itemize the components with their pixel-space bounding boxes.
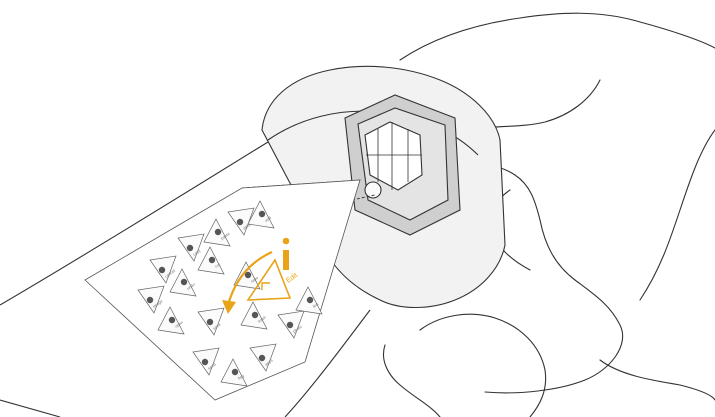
minus-circle-icon [237,219,243,225]
grid-icon [259,355,265,361]
send-icon [202,359,208,365]
no-entry-icon [159,267,165,273]
copy-icon [187,245,193,251]
info-icon [283,238,290,270]
projected-menu [85,180,360,400]
clipboard-icon [215,229,221,235]
undo-icon [181,279,187,285]
image-icon [147,297,153,303]
plus-circle-icon [259,211,265,217]
camera-icon [287,322,293,328]
scissors-icon [209,257,215,263]
folder-icon [169,317,175,323]
link-icon [307,297,313,303]
trash-icon [252,312,258,318]
flag-icon [232,369,238,375]
save-icon [207,319,213,325]
